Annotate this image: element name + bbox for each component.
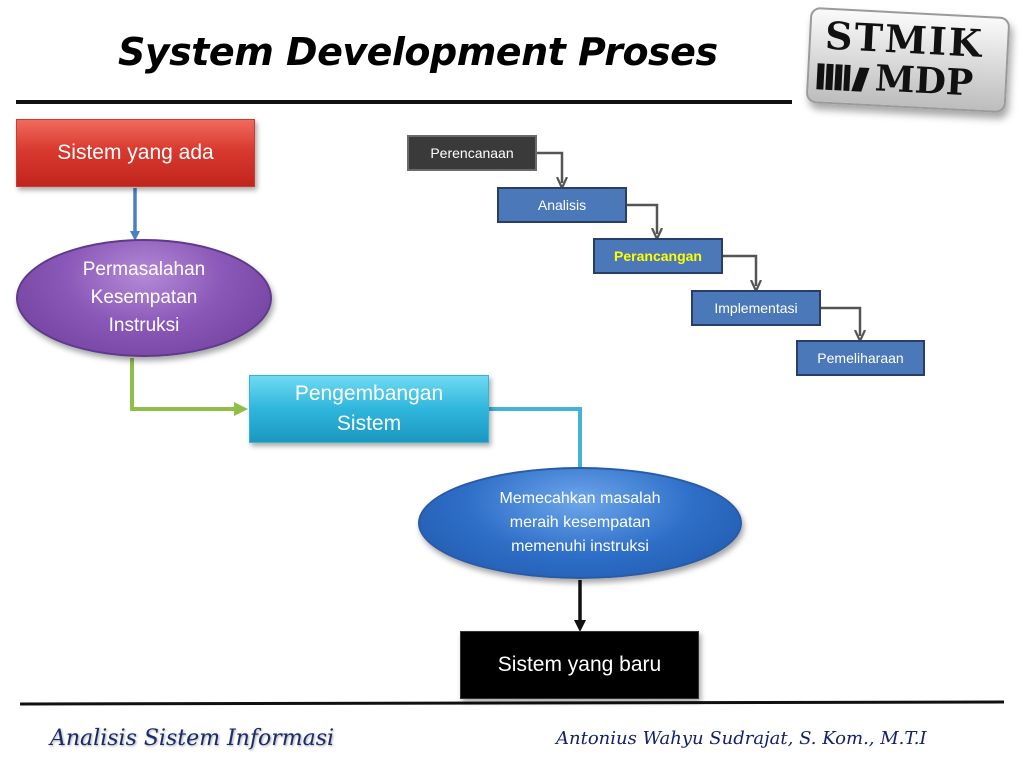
outcome-item: memenuhi instruksi: [511, 538, 649, 555]
waterfall-step-analysis: Analisis: [497, 187, 627, 223]
existing-system-box: Sistem yang ada: [16, 119, 255, 187]
connector-development-to-outcomes: [489, 407, 582, 467]
books-icon: [816, 63, 870, 92]
waterfall-step-design: Perancangan: [593, 238, 723, 274]
arrow-step-3-to-4: [723, 254, 756, 286]
problem-item: Kesempatan: [90, 287, 198, 308]
waterfall-step-planning: Perencanaan: [407, 135, 537, 171]
outcome-item: meraih kesempatan: [509, 514, 651, 531]
logo-line-2: MDP: [873, 57, 975, 105]
outcome-item: Memecahkan masalah: [499, 490, 661, 507]
footer-author: Antonius Wahyu Sudrajat, S. Kom., M.T.I: [556, 728, 927, 749]
development-line: Pengembangan: [294, 382, 444, 405]
arrow-step-2-to-3: [627, 203, 657, 234]
page-title: System Development Proses: [118, 30, 718, 74]
stmik-mdp-logo: STMIK MDP: [805, 6, 1011, 114]
new-system-box: Sistem yang baru: [460, 631, 699, 699]
waterfall-step-design-label: Perancangan: [614, 248, 702, 264]
arrow-problems-to-development: [130, 358, 248, 416]
waterfall-step-implementation: Implementasi: [691, 290, 821, 326]
arrow-step-1-to-2: [537, 151, 562, 183]
footer-rule: [19, 700, 1005, 706]
footer-course-title: Analisis Sistem Informasi: [50, 726, 335, 751]
outcomes-ellipse: Memecahkan masalah meraih kesempatan mem…: [418, 467, 742, 579]
problems-ellipse: Permasalahan Kesempatan Instruksi: [16, 239, 272, 357]
waterfall-step-maintenance: Pemeliharaan: [796, 340, 925, 376]
system-development-box: Pengembangan Sistem: [249, 375, 489, 443]
arrow-step-4-to-5: [821, 306, 860, 336]
development-line: Sistem: [336, 412, 402, 435]
problem-item: Permasalahan: [82, 259, 206, 280]
problem-item: Instruksi: [108, 315, 180, 336]
